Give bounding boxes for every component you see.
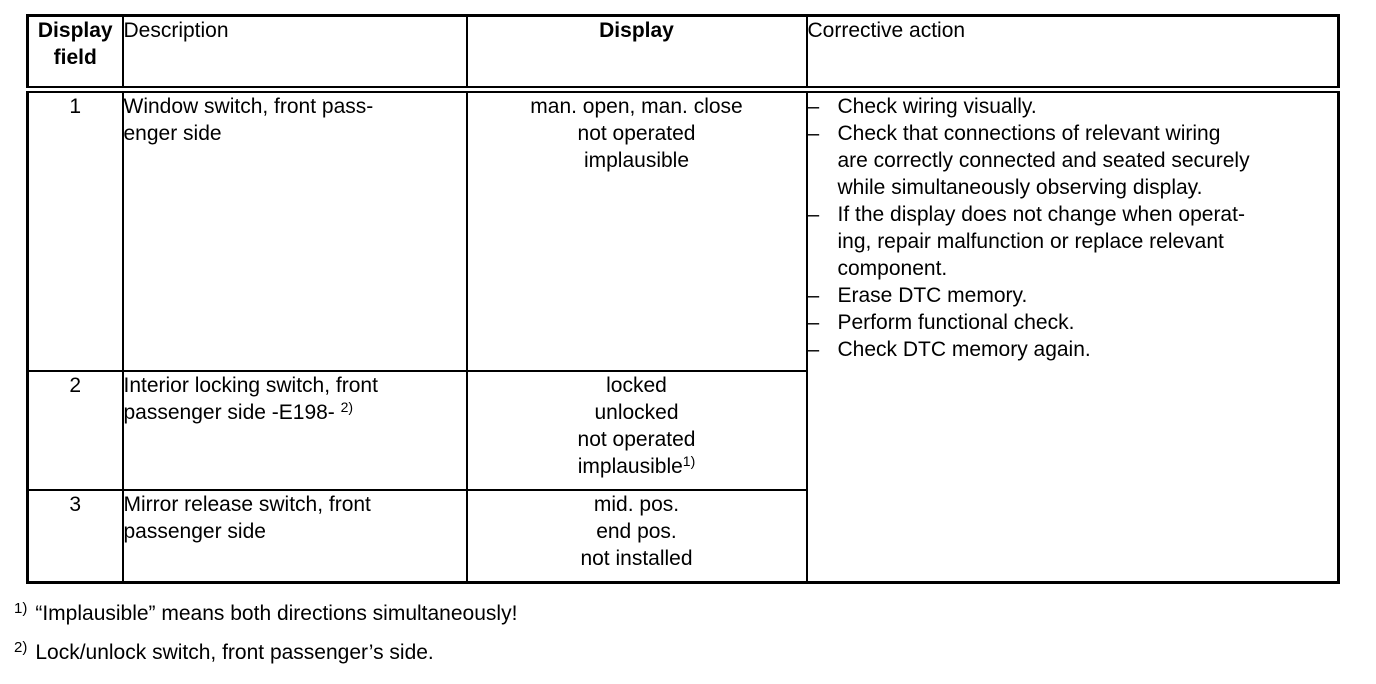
corrective-action-item: – Check wiring visually.	[808, 93, 1338, 120]
display-field-number: 2	[26, 369, 124, 491]
description-cell: Window switch, front pass- enger side	[121, 88, 468, 372]
dash-bullet: –	[807, 284, 820, 307]
description-text: Interior locking switch, front	[123, 373, 378, 397]
table-row: 2 Interior locking switch, front passeng…	[26, 369, 1339, 491]
description-cell: Mirror release switch, front passenger s…	[121, 488, 468, 584]
corrective-action-text: Perform functional check.	[838, 309, 1338, 336]
description-line: Window switch, front pass-	[124, 93, 466, 120]
corrective-action-line: while simultaneously observing display.	[837, 176, 1203, 199]
display-value-text: implausible	[583, 149, 690, 172]
display-cell: mid. pos. end pos. not installed	[465, 488, 808, 584]
dash-bullet: –	[807, 95, 820, 118]
display-value-line: not operated	[468, 426, 806, 453]
corrective-action-text: Check that connections of relevant wirin…	[838, 120, 1338, 201]
display-cell: man. open, man. close not operated impla…	[465, 88, 808, 372]
footnote-ref: 1)	[682, 452, 696, 469]
display-field-number: 1	[26, 88, 124, 372]
corrective-action-line: Perform functional check.	[837, 311, 1075, 334]
display-value-line: not installed	[468, 545, 806, 572]
display-value-text: end pos.	[596, 519, 677, 543]
corrective-action-text: Check DTC memory again.	[838, 336, 1338, 363]
footnotes: 1) “Implausible” means both directions si…	[14, 600, 517, 678]
dash-bullet: –	[807, 338, 820, 361]
diagnostic-table: Display field Description Display Correc…	[26, 14, 1340, 584]
display-value-text: locked	[606, 373, 667, 397]
description-cell: Interior locking switch, front passenger…	[121, 369, 468, 491]
description-line: passenger side	[124, 518, 466, 545]
display-value-line: man. open, man. close	[468, 93, 806, 120]
dash-bullet: –	[807, 122, 820, 145]
description-text: enger side	[123, 122, 222, 145]
corrective-action-line: Check DTC memory again.	[837, 338, 1091, 361]
corrective-action-line: are correctly connected and seated secur…	[837, 149, 1250, 172]
footnote-ref: 2)	[340, 398, 354, 415]
display-value-line: implausible	[468, 147, 806, 174]
table-row: 3 Mirror release switch, front passenger…	[26, 488, 1339, 584]
corrective-action-item: – If the display does not change when op…	[808, 201, 1338, 282]
display-value-text: unlocked	[594, 400, 679, 424]
description-text: Mirror release switch, front	[123, 492, 371, 516]
display-value-line: unlocked	[468, 399, 806, 426]
description-line: Interior locking switch, front	[124, 372, 466, 399]
header-row: Display field Description Display Correc…	[26, 14, 1340, 93]
header-description: Description	[121, 14, 468, 93]
dash-bullet: –	[807, 311, 820, 334]
display-cell: locked unlocked not operated implausible…	[465, 369, 808, 491]
table-header: Display field Description Display Correc…	[26, 14, 1340, 93]
footnote-text: Lock/unlock switch, front passenger’s si…	[35, 641, 434, 664]
corrective-action-line: If the display does not change when oper…	[837, 203, 1245, 226]
footnote-text: “Implausible” means both directions simu…	[35, 602, 518, 625]
table-row: 1 Window switch, front pass- enger side …	[26, 88, 1340, 584]
corrective-action-text: Check wiring visually.	[838, 93, 1338, 120]
corrective-action-line: Check that connections of relevant wirin…	[837, 122, 1221, 145]
corrective-action-line: Check wiring visually.	[837, 95, 1037, 118]
dash-bullet: –	[807, 203, 820, 226]
corrective-action-text: Erase DTC memory.	[838, 282, 1338, 309]
description-text: passenger side -E198-	[123, 400, 341, 424]
header-display: Display	[465, 14, 808, 93]
corrective-action-item: – Check that connections of relevant wir…	[808, 120, 1338, 201]
header-display-field: Display field	[26, 14, 124, 93]
description-text: Window switch, front pass-	[123, 95, 374, 118]
footnote-marker: 1)	[14, 600, 28, 617]
footnote-2: 2) Lock/unlock switch, front passenger’s …	[14, 639, 517, 666]
corrective-action-line: Erase DTC memory.	[837, 284, 1028, 307]
footnote-1: 1) “Implausible” means both directions si…	[14, 600, 517, 627]
display-field-number: 3	[26, 488, 124, 584]
description-text: passenger side	[123, 519, 266, 543]
display-value-line: locked	[468, 372, 806, 399]
display-value-line: implausible1)	[468, 453, 806, 480]
table-body: 1 Window switch, front pass- enger side …	[26, 88, 1340, 584]
display-value-text: man. open, man. close	[530, 95, 743, 118]
corrective-action-item: – Erase DTC memory.	[808, 282, 1338, 309]
description-line: enger side	[124, 120, 466, 147]
display-value-line: mid. pos.	[468, 491, 806, 518]
display-value-text: mid. pos.	[593, 492, 680, 516]
description-line: passenger side -E198- 2)	[124, 399, 466, 426]
corrective-action-line: component.	[837, 257, 948, 280]
footnote-marker: 2)	[14, 639, 28, 656]
description-line: Mirror release switch, front	[124, 491, 466, 518]
corrective-action-item: – Perform functional check.	[808, 309, 1338, 336]
corrective-action-line: ing, repair malfunction or replace relev…	[837, 230, 1224, 253]
display-value-text: not operated	[577, 122, 696, 145]
display-value-text: not installed	[580, 546, 693, 570]
corrective-action-text: If the display does not change when oper…	[838, 201, 1338, 282]
display-value-text: not operated	[577, 427, 696, 451]
display-value-line: end pos.	[468, 518, 806, 545]
display-value-line: not operated	[468, 120, 806, 147]
corrective-action-cell: – Check wiring visually. – Check that co…	[805, 88, 1340, 584]
corrective-action-item: – Check DTC memory again.	[808, 336, 1338, 363]
display-value-text: implausible	[577, 454, 683, 478]
header-corrective-action: Corrective action	[805, 14, 1340, 93]
